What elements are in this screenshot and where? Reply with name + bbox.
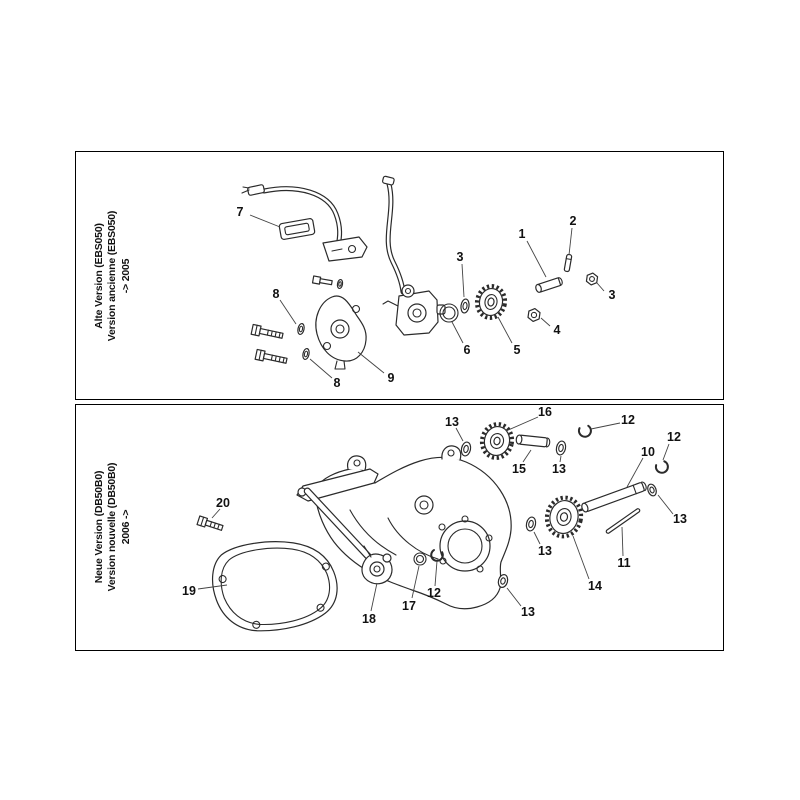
old-version-label-fr: Version ancienne (EBS050) (106, 211, 118, 341)
washer-13-c (525, 516, 537, 532)
oil-pump-old (382, 284, 446, 336)
callout-11: 11 (617, 556, 630, 570)
callout-13d: 13 (673, 512, 687, 526)
callout-17: 17 (402, 599, 416, 613)
new-version-label-fr: Version nouvelle (DB50B0) (106, 463, 118, 592)
callout-9: 9 (388, 371, 395, 385)
callout-8a: 8 (273, 287, 280, 301)
small-pin-2 (563, 253, 573, 273)
callout-20: 20 (216, 496, 230, 510)
callout-13c: 13 (538, 544, 552, 558)
callout-12a: 12 (621, 413, 635, 427)
bolt-20 (196, 515, 224, 531)
old-version-label-de: Alte Version (EBS050) (93, 223, 105, 329)
callout-3a: 3 (457, 250, 464, 264)
leader-lines-old (249, 214, 605, 379)
washer-8-upper (297, 322, 305, 336)
pump-drive-arm (296, 468, 379, 502)
cable-bracket (322, 236, 368, 262)
callout-4: 4 (554, 323, 561, 337)
callout-6: 6 (464, 343, 471, 357)
old-version-label-years: -> 2005 (120, 258, 132, 293)
rubber-pad-7 (278, 218, 316, 240)
crankcase (315, 445, 512, 610)
callout-1: 1 (519, 227, 526, 241)
washer-13-b (555, 440, 567, 456)
engine-cover-19 (211, 541, 338, 632)
callouts-old: 7 8 8 9 6 5 4 3 1 2 3 (237, 205, 616, 390)
callout-12b: 12 (667, 430, 681, 444)
nut-4 (527, 307, 541, 323)
washer-3-left (460, 298, 470, 314)
panel-new-border (75, 404, 724, 651)
gear-shaft-10 (581, 481, 647, 513)
pump-bracket-9 (315, 295, 367, 370)
bolt-8-upper (250, 323, 284, 339)
panel-new-version: Neue Version (DB50B0) Version nouvelle (… (75, 404, 724, 651)
callout-2: 2 (570, 214, 577, 228)
oil-pump-new (361, 545, 393, 585)
dipstick-cable (382, 175, 406, 295)
cable-assembly (241, 184, 343, 249)
callout-13b: 13 (552, 462, 566, 476)
gear-pin-15 (515, 434, 551, 448)
small-washer (336, 278, 344, 290)
nut-3-right (585, 272, 599, 286)
dowel-pin-1 (535, 277, 563, 293)
circlip-12-a (577, 424, 592, 438)
o-ring-6 (439, 303, 459, 323)
callout-7: 7 (237, 205, 244, 219)
callout-8b: 8 (334, 376, 341, 390)
pin-11 (605, 508, 641, 534)
callout-18: 18 (362, 612, 376, 626)
new-version-label-de: Neue Version (DB50B0) (93, 471, 105, 584)
circlip-12-b (654, 460, 669, 474)
callout-13e: 13 (521, 605, 535, 619)
callout-13a: 13 (445, 415, 459, 429)
callout-14: 14 (588, 579, 602, 593)
washer-13-d (647, 483, 657, 497)
leader-lines-new (197, 416, 674, 612)
washer-13-e (497, 574, 509, 588)
pump-gear-5 (474, 284, 508, 320)
idler-gear-16 (479, 422, 515, 460)
washer-13-a (460, 441, 472, 457)
small-bolt (311, 275, 333, 286)
new-version-label-years: 2006 -> (120, 510, 132, 545)
callout-12c: 12 (427, 586, 441, 600)
panel-old-border (75, 151, 724, 400)
panel-old-side-label: Alte Version (EBS050) Version ancienne (… (93, 211, 132, 341)
bolt-8-lower (254, 348, 288, 364)
panel-old-version: Alte Version (EBS050) Version ancienne (… (75, 151, 724, 400)
callout-3b: 3 (609, 288, 616, 302)
panel-new-side-label: Neue Version (DB50B0) Version nouvelle (… (93, 463, 132, 592)
o-ring-17 (413, 552, 427, 566)
callout-10: 10 (641, 445, 655, 459)
washer-8-lower (302, 347, 310, 361)
callout-19: 19 (182, 584, 196, 598)
callout-15: 15 (512, 462, 526, 476)
callouts-new: 13 16 12 15 13 10 12 13 11 14 13 13 17 1… (182, 405, 687, 626)
callout-5: 5 (514, 343, 521, 357)
circlip-12-pump (430, 549, 444, 562)
drive-gear-14 (544, 495, 584, 539)
callout-16: 16 (538, 405, 552, 419)
